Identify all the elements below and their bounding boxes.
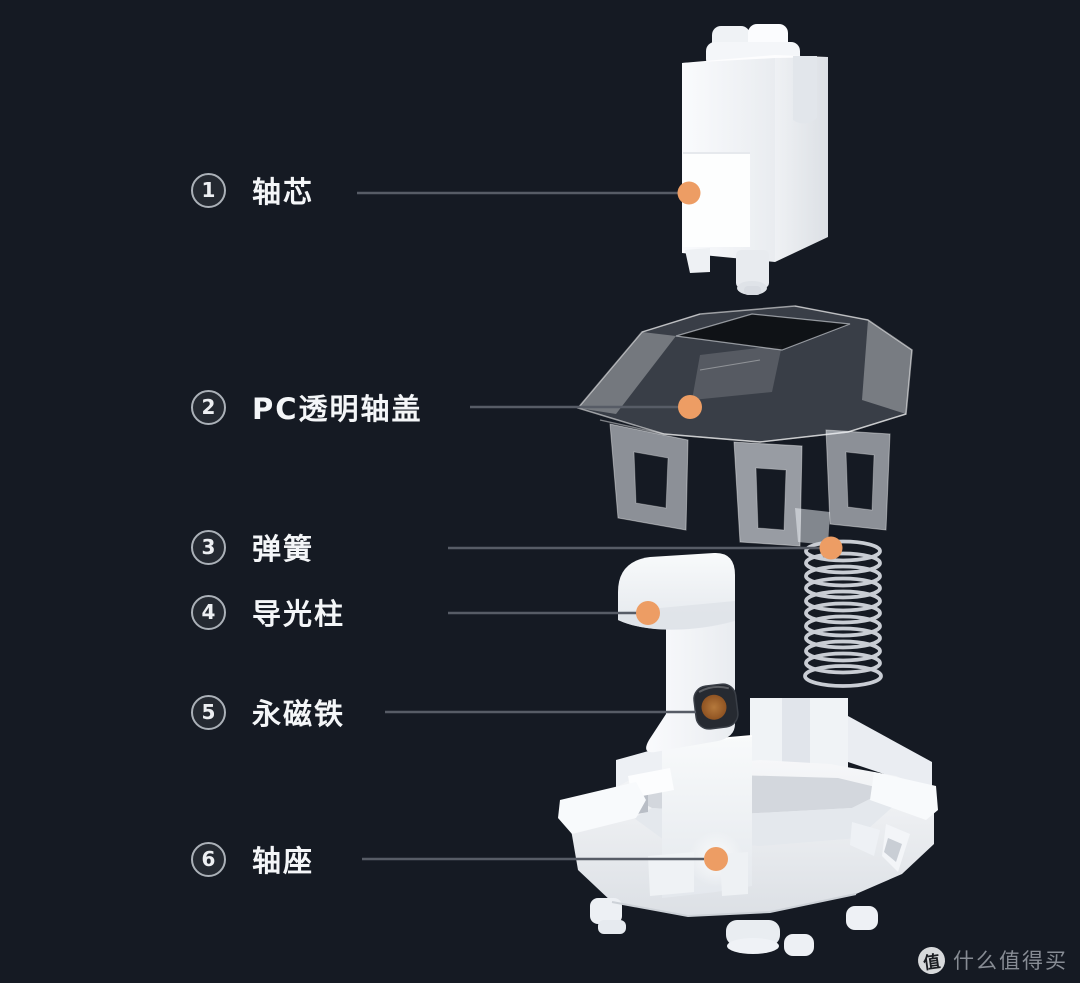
part-base (558, 698, 938, 956)
smzdm-logo-icon: 值 (916, 944, 947, 976)
watermark-text: 什么值得买 (953, 949, 1068, 973)
part-top-housing (576, 305, 913, 547)
part-spring (803, 539, 883, 688)
watermark-smzdm: 值 什么值得买 (916, 944, 1068, 976)
part-magnet (693, 683, 739, 730)
part-stem (682, 24, 828, 295)
callout-lines (357, 191, 820, 861)
locator-dots (636, 181, 843, 871)
